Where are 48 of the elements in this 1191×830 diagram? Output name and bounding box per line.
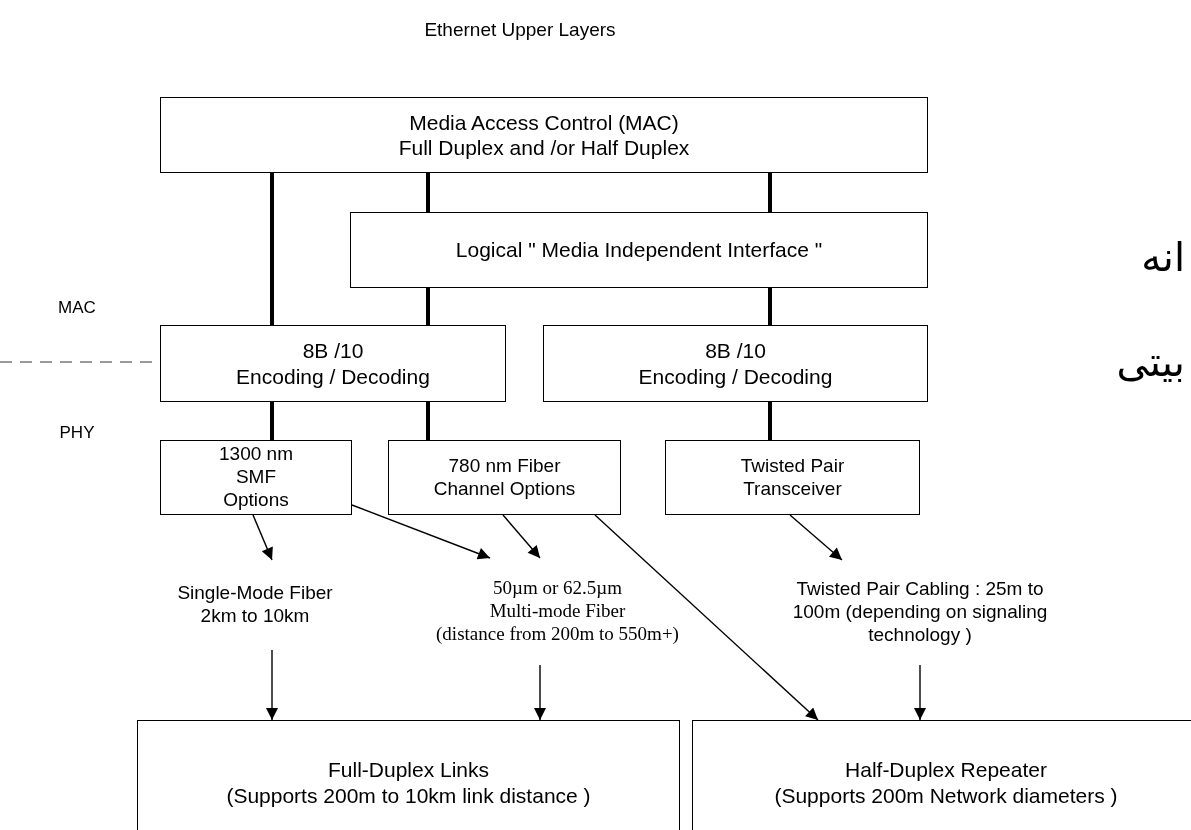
box-label: Half-Duplex Repeater	[845, 757, 1047, 783]
box-label: (Supports 200m Network diameters )	[774, 782, 1118, 808]
connector-line	[426, 173, 430, 212]
title: Ethernet Upper Layers	[424, 19, 616, 41]
connector-line	[426, 288, 430, 325]
layer-box	[543, 325, 928, 402]
layer-box	[160, 97, 928, 173]
arrow	[266, 649, 278, 721]
box-label: Full-Duplex Links	[327, 757, 490, 783]
layer-box	[160, 440, 352, 515]
layer-box	[388, 440, 621, 515]
layer-label: PHY	[59, 423, 95, 443]
cut-off-text: انه	[1141, 234, 1185, 280]
layer-box	[665, 440, 920, 515]
box-label: 8B /10	[302, 338, 364, 364]
box-label: Twisted Pair Transceiver	[739, 454, 846, 501]
connector-line	[270, 402, 274, 440]
connector-line	[270, 173, 274, 325]
arrow	[502, 514, 541, 559]
connector-line	[768, 173, 772, 212]
box-label: Full Duplex and /or Half Duplex	[398, 135, 690, 161]
connector-line	[426, 402, 430, 440]
layer-box	[160, 325, 506, 402]
box-label: (Supports 200m to 10km link distance )	[226, 782, 591, 808]
layer-box	[137, 720, 680, 830]
box-label: 8B /10	[705, 338, 766, 364]
media-label: (distance from 200m to 550m+)	[436, 622, 679, 646]
box-label: 1300 nm SMF Options	[218, 443, 294, 512]
media-label: Single-Mode Fiber 2km to 10km	[160, 560, 350, 650]
arrow	[351, 504, 491, 560]
connector-line	[768, 288, 772, 325]
cut-off-text: بیتی	[1116, 339, 1185, 385]
media-label: Twisted Pair Cabling : 25m to 100m (depending on signaling technology )	[755, 560, 1085, 665]
layer-label: MAC	[58, 298, 96, 318]
arrow	[914, 664, 926, 721]
arrow	[789, 514, 843, 561]
box-label: Encoding / Decoding	[638, 363, 833, 389]
arrow	[252, 514, 273, 561]
box-label: Media Access Control (MAC)	[409, 109, 679, 135]
arrow	[594, 514, 819, 721]
box-label: 780 nm Fiber Channel Options	[432, 454, 577, 501]
layer-box	[350, 212, 928, 288]
media-label: 50µm or 62.5µm Multi-mode Fiber	[488, 577, 627, 623]
box-label: Encoding / Decoding	[236, 363, 430, 389]
box-label: Logical " Media Independent Interface "	[455, 237, 823, 263]
connector-line	[768, 402, 772, 440]
arrow	[534, 664, 546, 721]
layer-box	[692, 720, 1191, 830]
